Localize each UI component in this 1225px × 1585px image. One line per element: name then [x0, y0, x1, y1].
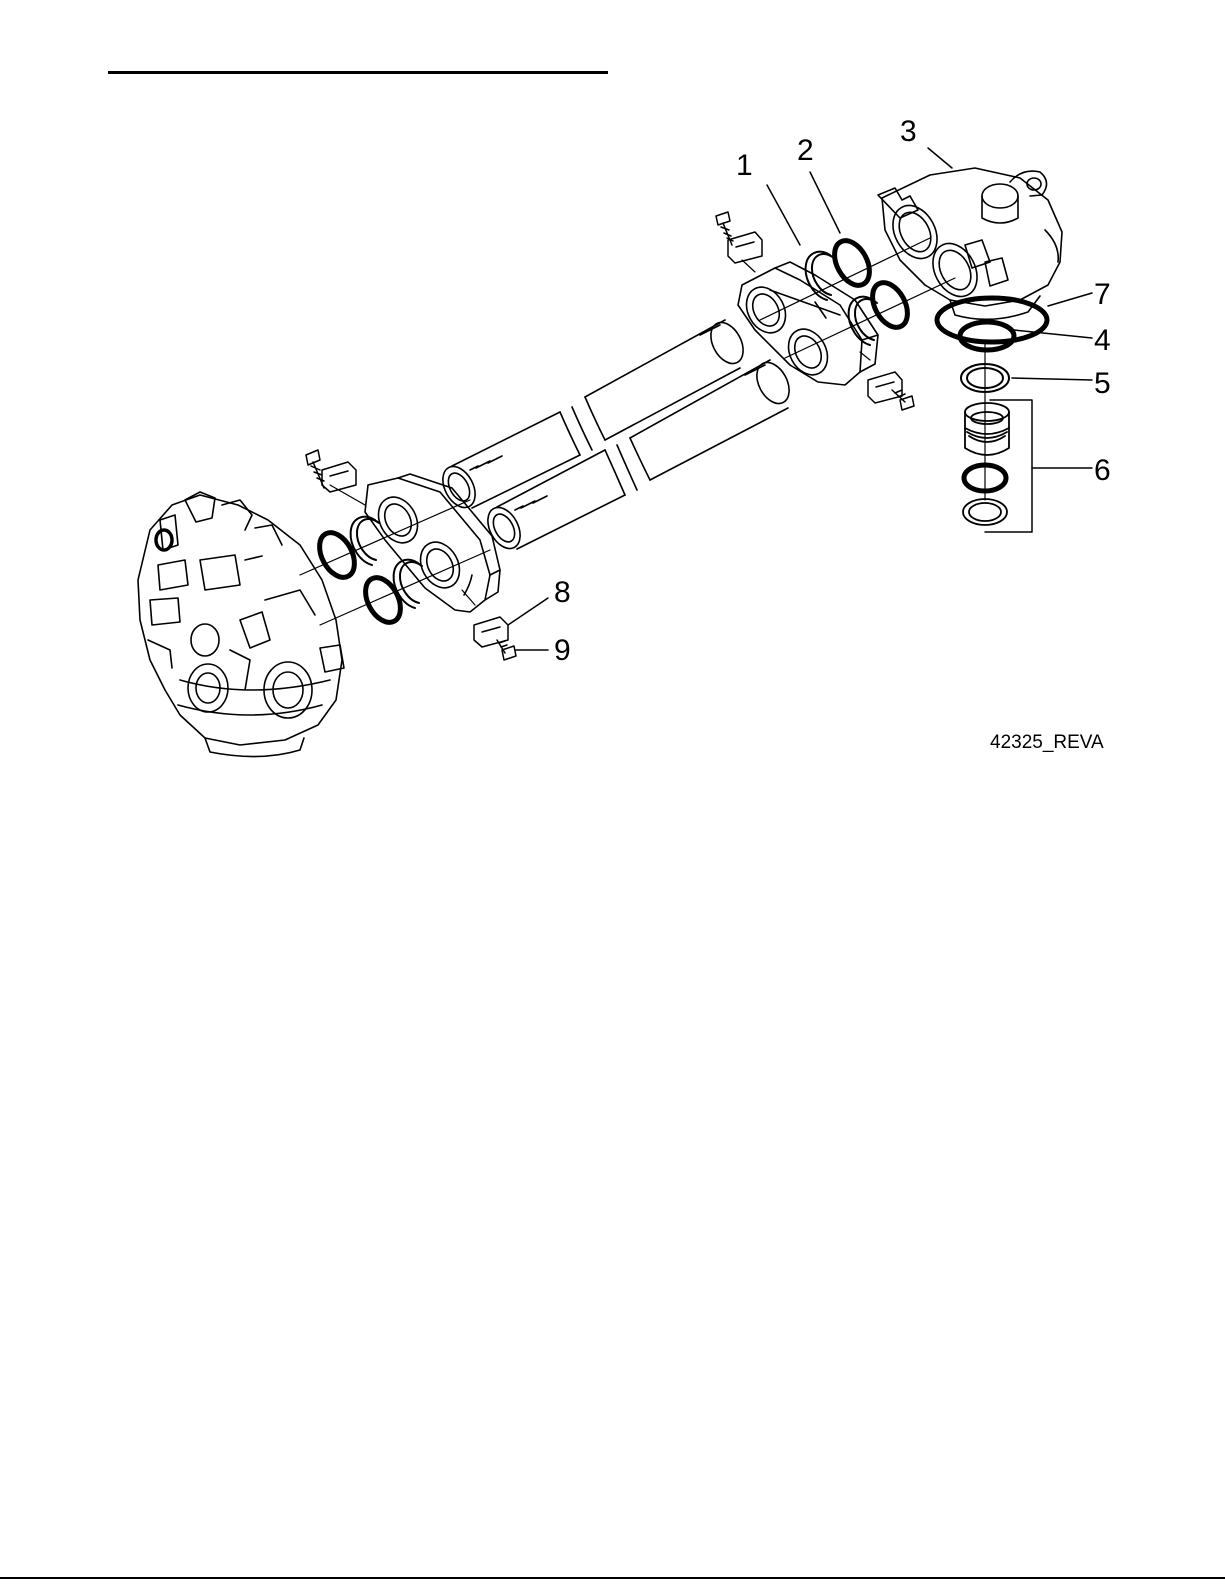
- callout-2: 2: [797, 134, 814, 167]
- callout-5: 5: [1094, 367, 1111, 400]
- right-o-rings: [827, 235, 914, 333]
- right-lower-clip: [868, 372, 902, 403]
- bottom-clip: [474, 617, 508, 647]
- callout-9: 9: [554, 634, 571, 667]
- drawing-number: 42325_REVA: [990, 732, 1104, 753]
- left-upper-screw: [306, 450, 324, 488]
- callout-1: 1: [736, 149, 753, 182]
- callout-6: 6: [1094, 454, 1111, 487]
- right-upper-clip: [728, 232, 762, 263]
- left-adapter-block: [365, 474, 500, 612]
- callout-8: 8: [554, 576, 571, 609]
- lower-pipe: [481, 357, 795, 554]
- distributor-o-ring: [960, 322, 1014, 350]
- collar-assembly: [963, 403, 1009, 525]
- right-upper-screw: [716, 212, 733, 245]
- bottom-screw: [497, 640, 516, 660]
- left-upper-clip: [322, 462, 356, 492]
- valve-body: [138, 492, 344, 757]
- callout-labels: 1 2 3 7 4 5 6 8 9: [554, 115, 1111, 667]
- right-lower-screw: [892, 390, 914, 410]
- upper-pipe: [436, 317, 749, 513]
- left-retaining-clips: [351, 517, 422, 608]
- tank-adapter-head: [878, 168, 1062, 319]
- footer-rule: [0, 1577, 1225, 1579]
- callout-7: 7: [1094, 278, 1111, 311]
- callout-4: 4: [1094, 324, 1111, 357]
- callout-3: 3: [900, 115, 917, 148]
